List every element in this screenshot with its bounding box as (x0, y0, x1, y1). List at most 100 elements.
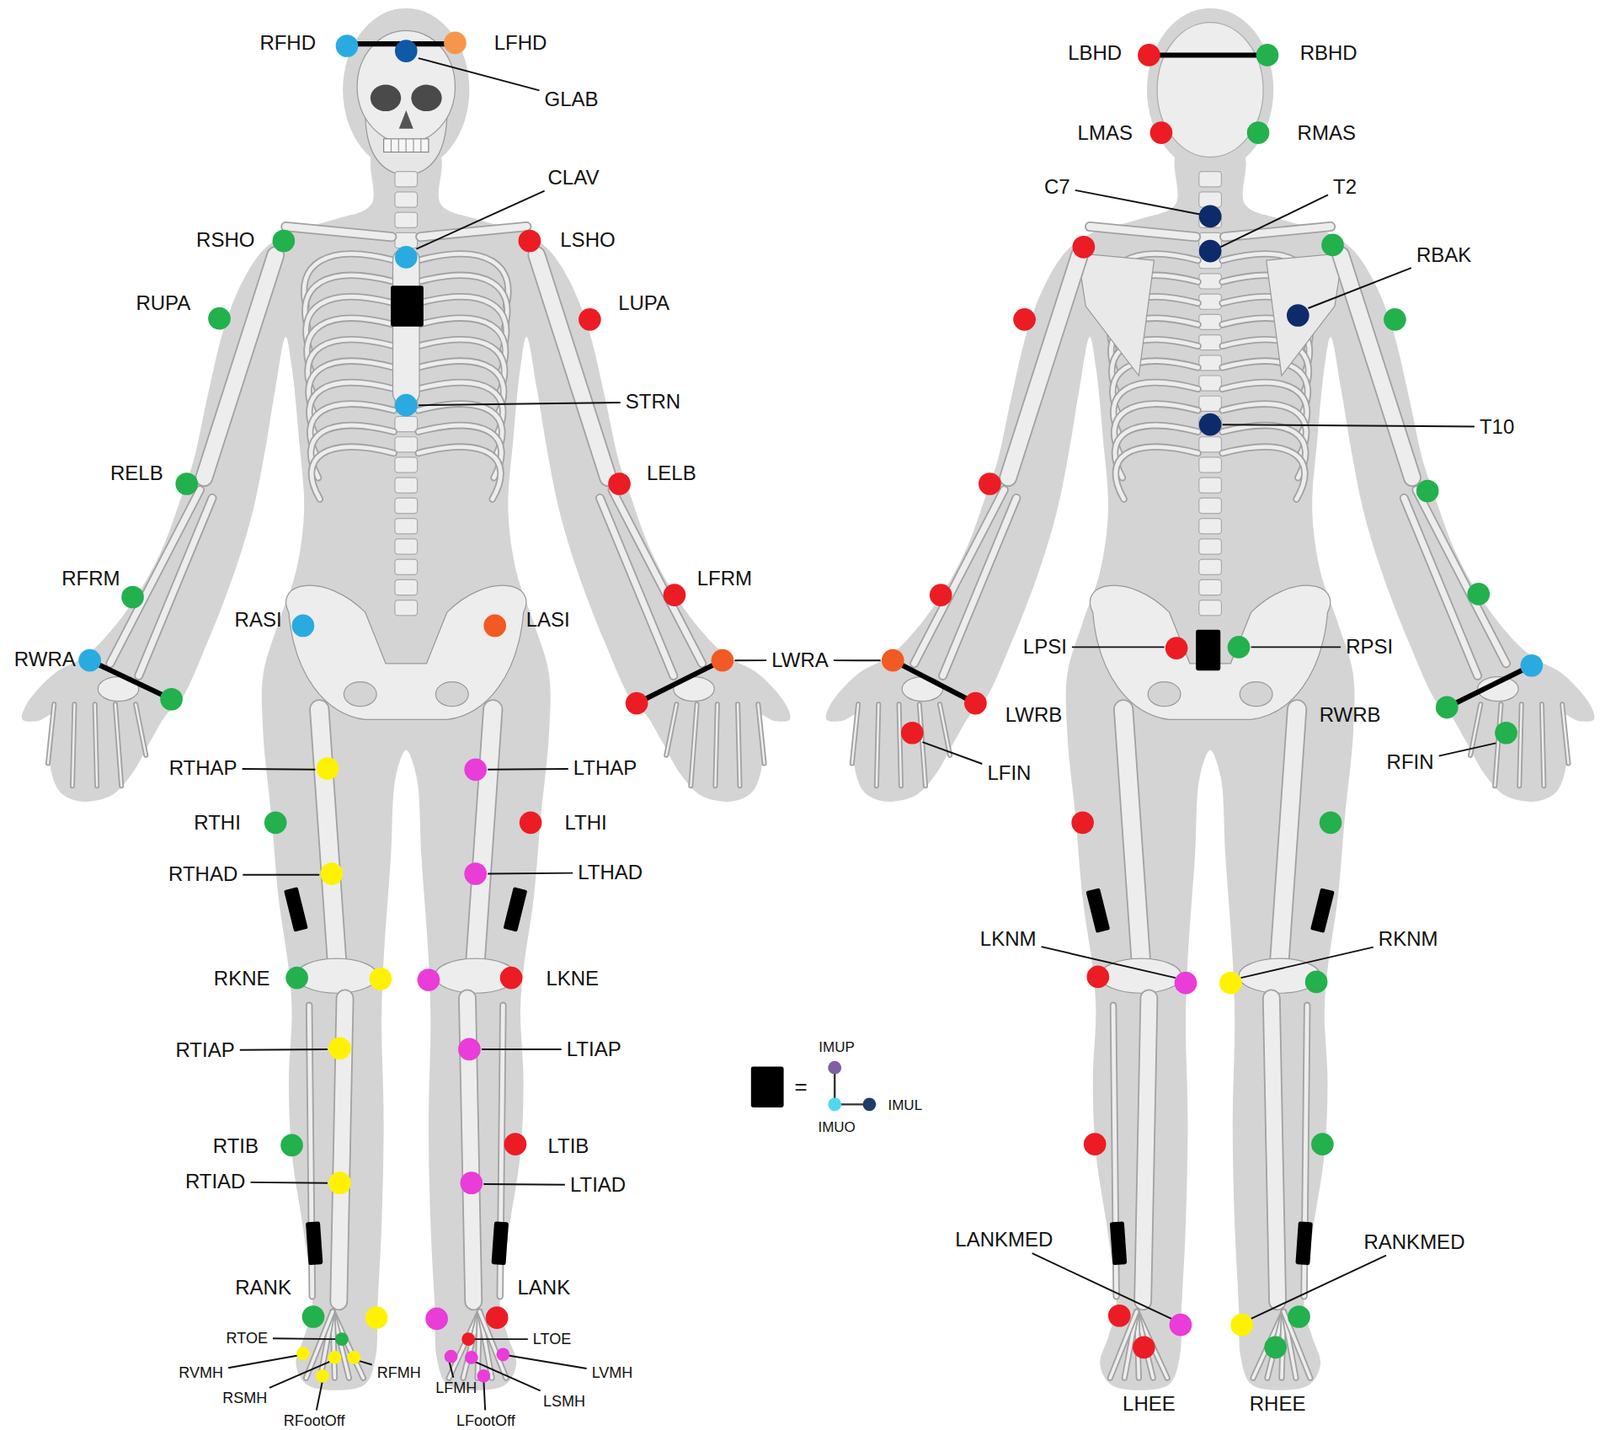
marker-label: RTIB (213, 1136, 259, 1157)
scapula (1077, 253, 1155, 376)
marker-dot (175, 472, 198, 496)
bone-outline (1224, 226, 1331, 237)
imu-sensor (751, 1066, 784, 1108)
marker-label: RKNM (1378, 928, 1439, 950)
bone (138, 497, 213, 676)
marker-label: RBHD (1300, 42, 1358, 64)
marker-dot (881, 649, 905, 672)
marker-dot (365, 1306, 389, 1329)
pelvis (286, 585, 527, 720)
bone (943, 497, 1017, 676)
marker-label: RFootOff (283, 1413, 346, 1429)
bone-outline (939, 704, 950, 756)
bone-outline (536, 255, 608, 478)
marker-dot (504, 1132, 528, 1156)
marker-label: CLAV (548, 167, 600, 188)
bone (1494, 704, 1501, 786)
leader-line (272, 1337, 336, 1340)
marker-dot (1311, 1132, 1334, 1156)
marker-label: LWRA (771, 650, 829, 671)
bone (536, 255, 608, 478)
leader-line (1075, 190, 1200, 215)
marker-label: RHEE (1249, 1393, 1307, 1414)
bone (757, 704, 764, 763)
rib (1222, 447, 1306, 500)
axis-dot (827, 1061, 842, 1075)
marker-label: LTHAD (577, 862, 643, 883)
bone-outline (1089, 226, 1196, 237)
marker-dot (264, 811, 288, 835)
vertebra (1199, 579, 1222, 595)
marker-label: RTHAP (169, 757, 238, 779)
vertebra (394, 559, 418, 575)
imu-sensor (1085, 887, 1110, 933)
marker-label: LANK (517, 1277, 571, 1298)
marker-dot (328, 1036, 352, 1060)
imu-sensor (1310, 887, 1335, 933)
marker-label: LFRM (697, 568, 752, 589)
marker-label: LVMH (592, 1365, 634, 1381)
marker-dot (496, 1347, 511, 1361)
marker-label: RKNE (213, 968, 271, 989)
marker-dot (458, 1038, 481, 1062)
nasal-cavity (399, 110, 414, 129)
leader-line (1222, 424, 1475, 427)
bone-outline (919, 704, 926, 786)
marker-label: LFIN (986, 762, 1031, 784)
bone (714, 704, 717, 786)
vertebra (1199, 192, 1222, 208)
marker-dot (608, 472, 631, 496)
bone-outline (600, 497, 674, 676)
marker-dot (394, 394, 418, 417)
marker-dot (444, 1349, 459, 1364)
marker-dot (316, 757, 340, 780)
marker-dot (1199, 413, 1222, 437)
leader-line (418, 58, 540, 91)
vertebra (394, 457, 418, 473)
marker-label: LWRB (1005, 704, 1063, 726)
bone-outline (714, 704, 717, 786)
marker-label: RUPA (135, 293, 191, 314)
vertebra (1199, 457, 1222, 473)
marker-dot (1466, 582, 1490, 606)
vertebra (394, 416, 418, 432)
marker-label: RASI (234, 609, 283, 630)
teeth (384, 138, 429, 153)
marker-label: RFIN (1386, 752, 1435, 773)
obturator (1147, 682, 1181, 707)
imu-sensor (503, 886, 528, 932)
bone-outline (1519, 704, 1521, 786)
bone (876, 704, 879, 786)
bone (48, 704, 54, 763)
leader-line (1307, 267, 1411, 309)
marker-dot (160, 688, 183, 711)
imu-sensor (1195, 629, 1221, 671)
bone-outline (1280, 709, 1298, 960)
bone (1142, 997, 1149, 1302)
marker-dot (208, 307, 231, 331)
leader-line (1032, 1253, 1172, 1319)
marker-bar (636, 660, 723, 704)
bone-outline (95, 704, 97, 786)
marker-dot (1416, 480, 1440, 503)
bone-outline (48, 704, 54, 763)
leader-line (1251, 1255, 1387, 1319)
marker-label: RTHI (193, 812, 241, 833)
bone (420, 226, 527, 237)
marker-dot (459, 1171, 483, 1195)
imu-axis-label: IMUO (817, 1119, 855, 1134)
marker-dot (964, 692, 987, 715)
knee-joint (295, 958, 378, 993)
marker-dot (1435, 696, 1459, 720)
head-outline (342, 8, 470, 172)
vertebra (1199, 600, 1222, 616)
marker-label: RANK (234, 1277, 292, 1298)
bone (1224, 226, 1331, 237)
bone-outline (899, 704, 902, 786)
tooth-gap (412, 138, 414, 153)
marker-dot (519, 811, 543, 835)
bone-outline (1123, 709, 1142, 960)
skull (357, 30, 455, 143)
imu-sensor (283, 886, 309, 932)
bone-outline (1403, 497, 1478, 676)
